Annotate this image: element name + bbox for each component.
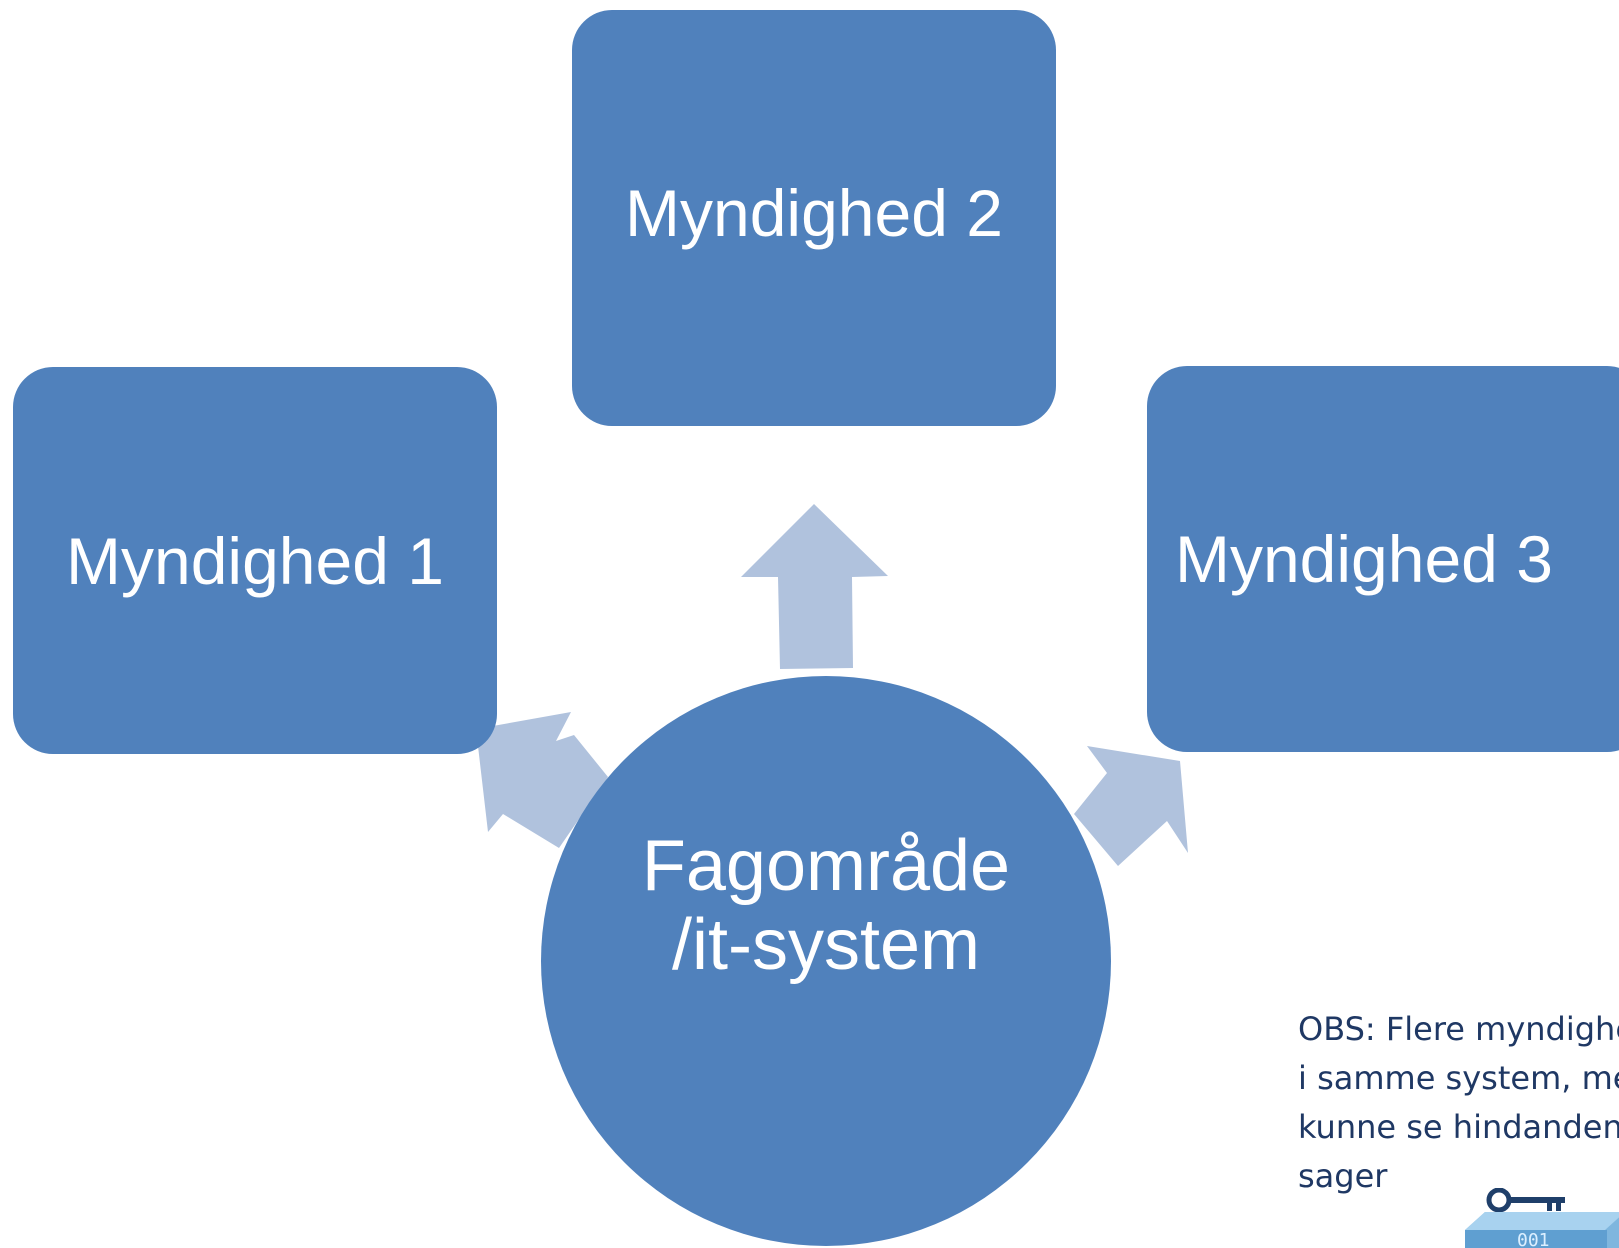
note-line-2: i samme system, men: [1298, 1059, 1619, 1097]
center-node-text: Fagområde /it-system: [641, 825, 1011, 985]
note-line-4: sager: [1298, 1157, 1388, 1195]
center-node-line-2: /it-system: [671, 905, 980, 985]
data-cube-icon: 001: [1465, 1188, 1619, 1248]
arrow-up-left-icon: [476, 712, 608, 848]
authority-node-3-label: Myndighed 3: [1175, 522, 1553, 596]
key-icon: [1486, 1188, 1565, 1213]
note-line-3: kunne se hindandens: [1298, 1108, 1619, 1146]
note-text: OBS: Flere myndigheder i samme system, m…: [1298, 1005, 1619, 1201]
svg-text:001: 001: [1517, 1230, 1550, 1248]
authority-node-1-label: Myndighed 1: [66, 523, 444, 598]
center-node: Fagområde /it-system: [541, 676, 1111, 1246]
authority-node-3: Myndighed 3: [1147, 366, 1619, 752]
center-node-line-1: Fagområde: [641, 825, 1011, 906]
authority-node-1: Myndighed 1: [13, 367, 497, 754]
arrow-up-right-icon: [1074, 746, 1188, 866]
authority-node-2: Myndighed 2: [572, 10, 1056, 426]
authority-node-2-label: Myndighed 2: [625, 176, 1003, 250]
note-line-1: OBS: Flere myndigheder: [1298, 1010, 1619, 1048]
arrow-up-icon: [741, 504, 888, 669]
